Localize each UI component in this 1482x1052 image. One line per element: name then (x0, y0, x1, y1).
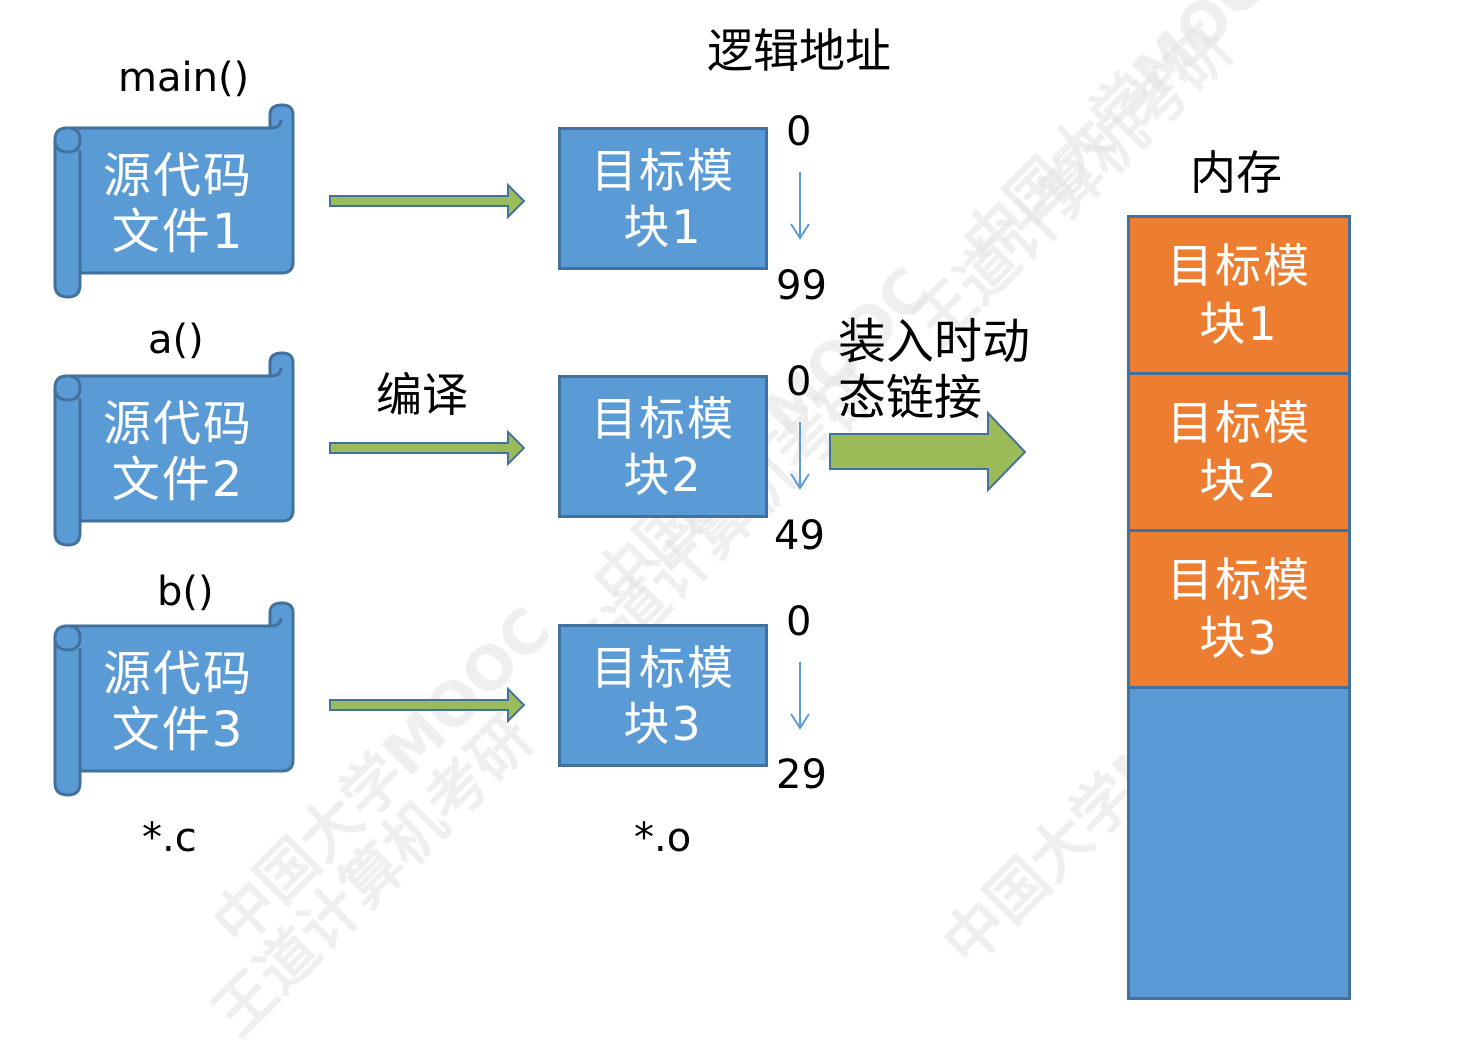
compile-arrow-3 (329, 686, 526, 724)
memory-block-line: 目标模 (1167, 239, 1311, 293)
source-file-line: 源代码 (102, 396, 253, 452)
address-start: 0 (786, 359, 812, 405)
load-label-line: 态链接 (838, 370, 983, 426)
address-down-arrow-1 (790, 172, 810, 240)
memory-block-2: 目标模 块2 (1130, 375, 1348, 532)
address-end: 29 (776, 752, 827, 798)
memory-block-line: 块1 (1199, 297, 1279, 351)
source-file-line: 源代码 (102, 148, 253, 204)
object-module-line: 块1 (623, 199, 703, 254)
source-func-label: b() (157, 569, 214, 615)
address-end: 49 (774, 513, 825, 559)
source-file-2-text: 源代码 文件2 (88, 396, 268, 508)
object-module-1: 目标模 块1 (558, 127, 768, 270)
memory-block-line: 块3 (1199, 611, 1279, 665)
compile-arrow-1 (329, 182, 526, 220)
address-start: 0 (786, 599, 812, 645)
compile-arrow-2 (329, 429, 526, 467)
compile-label: 编译 (376, 368, 468, 422)
object-extension: *.o (634, 815, 692, 861)
logical-address-title: 逻辑地址 (707, 24, 891, 78)
source-func-label: main() (118, 55, 250, 101)
memory-title: 内存 (1190, 146, 1282, 200)
memory-free-space (1130, 689, 1348, 997)
load-label-line: 装入时动 (838, 314, 1031, 370)
source-file-line: 文件2 (111, 452, 245, 508)
object-module-line: 块2 (623, 447, 703, 502)
source-file-scroll-3 (53, 601, 295, 797)
object-module-line: 目标模 (591, 143, 735, 198)
source-file-line: 文件3 (111, 702, 245, 758)
source-file-scroll-2 (53, 351, 295, 547)
memory-column: 目标模 块1 目标模 块2 目标模 块3 (1127, 215, 1351, 1000)
source-extension: *.c (142, 815, 197, 861)
object-module-3: 目标模 块3 (558, 624, 768, 767)
source-file-line: 文件1 (111, 204, 245, 260)
memory-block-1: 目标模 块1 (1130, 218, 1348, 375)
object-module-2: 目标模 块2 (558, 375, 768, 518)
source-file-line: 源代码 (102, 646, 253, 702)
object-module-line: 目标模 (591, 640, 735, 695)
source-file-scroll-1 (53, 103, 295, 299)
address-down-arrow-3 (790, 662, 810, 730)
source-func-label: a() (148, 317, 204, 363)
object-module-line: 块3 (623, 696, 703, 751)
address-end: 99 (776, 263, 827, 309)
load-arrow (829, 410, 1027, 493)
address-start: 0 (786, 109, 812, 155)
load-label: 装入时动 态链接 (838, 314, 1030, 426)
memory-block-line: 块2 (1199, 454, 1279, 508)
object-module-line: 目标模 (591, 391, 735, 446)
memory-block-3: 目标模 块3 (1130, 532, 1348, 689)
address-down-arrow-2 (790, 422, 810, 490)
memory-block-line: 目标模 (1167, 396, 1311, 450)
memory-block-line: 目标模 (1167, 553, 1311, 607)
source-file-1-text: 源代码 文件1 (88, 148, 268, 260)
source-file-3-text: 源代码 文件3 (88, 646, 268, 758)
